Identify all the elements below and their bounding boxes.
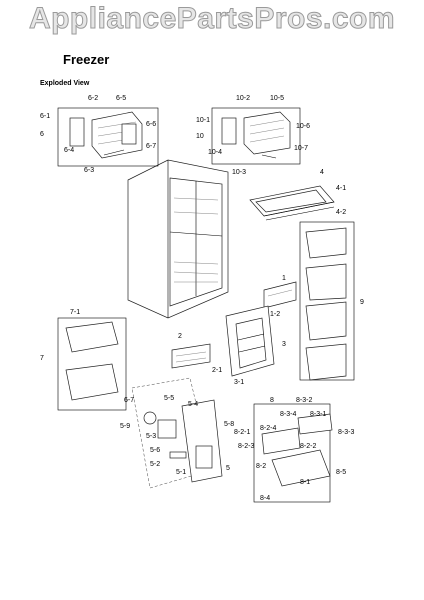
part-labels: 6-2 6-5 6-1 6 6-6 6-4 6-7 6-3 10-2 10-5 10-1 10 10-6… — [40, 95, 364, 502]
part-label-7: 7 — [40, 355, 44, 362]
part-label-8-2: 8-2 — [256, 463, 266, 470]
part-label-5: 5 — [226, 465, 230, 472]
part-label-8-2-4: 8-2-4 — [260, 425, 276, 432]
part-label-5-9: 5-9 — [120, 423, 130, 430]
part-label-8-2-2: 8-2-2 — [300, 443, 316, 450]
part-label-10-6: 10-6 — [296, 123, 310, 130]
part-label-8: 8 — [270, 397, 274, 404]
part-label-6-1: 6-1 — [40, 113, 50, 120]
shelf-4 — [249, 185, 335, 221]
dispenser-assembly-5 — [131, 377, 223, 489]
part-label-10: 10 — [196, 133, 204, 140]
part-label-7-1: 7-1 — [70, 309, 80, 316]
part-label-5-3: 5-3 — [146, 433, 156, 440]
part-label-8-3-1: 8-3-1 — [310, 411, 326, 418]
part-label-8-3-2: 8-3-2 — [296, 397, 312, 404]
page-title: Freezer — [63, 52, 110, 67]
cabinet-body — [127, 159, 229, 319]
part-label-5-8: 5-8 — [224, 421, 234, 428]
part-label-10-1: 10-1 — [196, 117, 210, 124]
part-label-5-6: 5-6 — [150, 447, 160, 454]
part-label-4-1: 4-1 — [336, 185, 346, 192]
ice-bucket-8 — [253, 403, 333, 503]
part-label-9: 9 — [360, 299, 364, 306]
panel-3 — [225, 305, 275, 377]
part-label-6-3: 6-3 — [84, 167, 94, 174]
part-label-4-2: 4-2 — [336, 209, 346, 216]
panel-1 — [263, 281, 297, 309]
part-2 — [171, 343, 211, 369]
part-label-6: 6 — [40, 131, 44, 138]
part-label-2: 2 — [178, 333, 182, 340]
part-label-1: 1 — [282, 275, 286, 282]
ice-maker-assembly-10 — [211, 107, 301, 165]
diagram-subtitle: Exploded View — [40, 80, 90, 87]
part-label-2-1: 2-1 — [212, 367, 222, 374]
part-label-8-1: 8-1 — [300, 479, 310, 486]
part-label-6-7: 6-7 — [146, 143, 156, 150]
ice-maker-assembly-6 — [57, 107, 159, 167]
watermark: AppliancePartsPros.com — [28, 2, 396, 36]
part-label-8-3-4: 8-3-4 — [280, 411, 296, 418]
part-label-10-5: 10-5 — [270, 95, 284, 102]
part-label-8-2-3: 8-2-3 — [238, 443, 254, 450]
part-label-8-5: 8-5 — [336, 469, 346, 476]
part-label-6-7: 6-7 — [124, 397, 134, 404]
part-label-3-1: 3-1 — [234, 379, 244, 386]
bins-7 — [57, 317, 127, 411]
part-label-6-4: 6-4 — [64, 147, 74, 154]
part-label-6-6: 6-6 — [146, 121, 156, 128]
part-label-4: 4 — [320, 169, 324, 176]
drawer-stack-9 — [299, 221, 355, 381]
part-label-1-2: 1-2 — [270, 311, 280, 318]
part-label-5-2: 5-2 — [150, 461, 160, 468]
part-label-5-1: 5-1 — [176, 469, 186, 476]
part-label-10-2: 10-2 — [236, 95, 250, 102]
part-label-8-3-3: 8-3-3 — [338, 429, 354, 436]
part-label-5-5: 5-5 — [164, 395, 174, 402]
part-label-8-4: 8-4 — [260, 495, 270, 502]
part-label-5-4: 5-4 — [188, 401, 198, 408]
part-label-6-2: 6-2 — [88, 95, 98, 102]
part-label-8-2-1: 8-2-1 — [234, 429, 250, 436]
part-label-10-4: 10-4 — [208, 149, 222, 156]
part-label-10-3: 10-3 — [232, 169, 246, 176]
part-label-3: 3 — [282, 341, 286, 348]
part-label-10-7: 10-7 — [294, 145, 308, 152]
part-label-6-5: 6-5 — [116, 95, 126, 102]
